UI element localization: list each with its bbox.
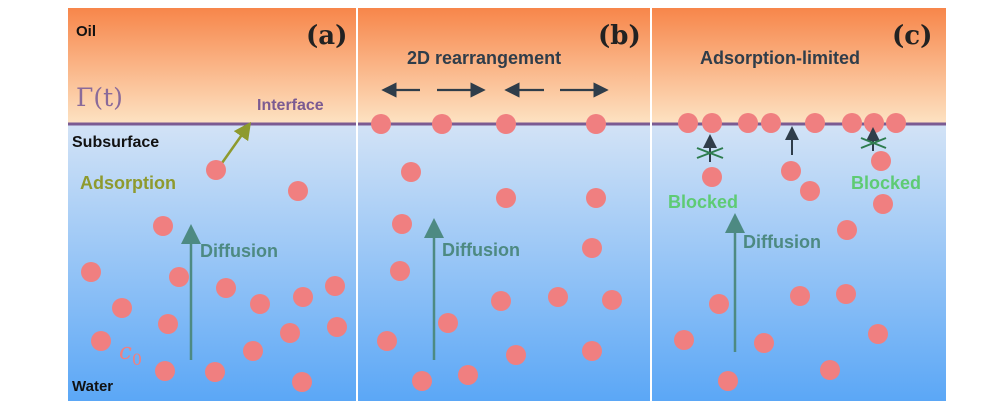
particle	[81, 262, 101, 282]
panel-b-label: (b)	[598, 21, 641, 51]
particle	[836, 284, 856, 304]
particles-c	[674, 113, 906, 391]
diffusion-label-a: Diffusion	[200, 241, 278, 261]
blocked-cross-left	[696, 147, 724, 159]
interface-particle	[805, 113, 825, 133]
subsurface-label: Subsurface	[72, 134, 159, 151]
interface-particle	[864, 113, 884, 133]
particle	[868, 324, 888, 344]
particle	[702, 167, 722, 187]
particle	[327, 317, 347, 337]
particle	[800, 181, 820, 201]
particle	[871, 151, 891, 171]
cross-stroke	[696, 147, 724, 159]
panel-b-title: 2D rearrangement	[407, 48, 561, 68]
particle	[155, 361, 175, 381]
interface-particle	[738, 113, 758, 133]
particle	[243, 341, 263, 361]
blocked-label-right: Blocked	[851, 173, 921, 193]
particle	[548, 287, 568, 307]
particle	[205, 362, 225, 382]
c0-base: c	[119, 339, 132, 365]
particle	[158, 314, 178, 334]
gamma-label: Γ(t)	[76, 83, 123, 112]
panel-b: (b) 2D rearrangement Diffusion	[358, 8, 650, 401]
particle	[401, 162, 421, 182]
particle	[91, 331, 111, 351]
blocked-label-left: Blocked	[668, 192, 738, 212]
particle	[292, 372, 312, 392]
particles-b	[371, 114, 622, 391]
water-label: Water	[72, 378, 113, 395]
particle	[602, 290, 622, 310]
particle	[458, 365, 478, 385]
oil-label: Oil	[76, 23, 96, 40]
particle	[586, 188, 606, 208]
particle	[496, 188, 516, 208]
interface-particle	[496, 114, 516, 134]
particle	[837, 220, 857, 240]
particle	[206, 160, 226, 180]
particle	[112, 298, 132, 318]
cross-stroke	[860, 137, 887, 149]
panel-c: (c) Adsorption-limited	[652, 8, 946, 401]
interface-particle	[886, 113, 906, 133]
interface-particle	[678, 113, 698, 133]
particle	[288, 181, 308, 201]
particle	[674, 330, 694, 350]
panel-c-label: (c)	[892, 21, 932, 51]
particle	[718, 371, 738, 391]
c0-label: c0	[119, 339, 142, 369]
blocked-cross-right	[860, 137, 887, 149]
oil-region-b	[358, 8, 650, 123]
particle	[392, 214, 412, 234]
particle	[506, 345, 526, 365]
panel-a: Oil (a) Γ(t) Interface Subsurface Adsorp…	[68, 8, 356, 401]
panel-c-title: Adsorption-limited	[700, 48, 860, 68]
particle	[377, 331, 397, 351]
diffusion-label-c: Diffusion	[743, 232, 821, 252]
interface-label: Interface	[257, 97, 324, 114]
interface-particle	[761, 113, 781, 133]
particle	[438, 313, 458, 333]
particle	[250, 294, 270, 314]
particle	[754, 333, 774, 353]
particles-a	[81, 160, 347, 392]
interface-particle	[371, 114, 391, 134]
particle	[781, 161, 801, 181]
particle	[412, 371, 432, 391]
particle	[153, 216, 173, 236]
particle	[873, 194, 893, 214]
diffusion-label-b: Diffusion	[442, 240, 520, 260]
oil-region-a	[68, 8, 356, 123]
particle	[709, 294, 729, 314]
particle	[582, 341, 602, 361]
particle	[390, 261, 410, 281]
particle	[491, 291, 511, 311]
interface-particle	[842, 113, 862, 133]
c0-subscript: 0	[132, 350, 142, 369]
particle	[820, 360, 840, 380]
interface-particle	[586, 114, 606, 134]
particle	[325, 276, 345, 296]
panel-a-label: (a)	[306, 21, 347, 51]
adsorption-label: Adsorption	[80, 173, 176, 193]
particle	[293, 287, 313, 307]
particle	[216, 278, 236, 298]
water-region-c	[652, 123, 946, 401]
particle	[790, 286, 810, 306]
particle	[280, 323, 300, 343]
interface-particle	[702, 113, 722, 133]
adsorption-arrow	[220, 121, 252, 164]
interface-particle	[432, 114, 452, 134]
oil-region-c	[652, 8, 946, 123]
particle	[582, 238, 602, 258]
particle	[169, 267, 189, 287]
